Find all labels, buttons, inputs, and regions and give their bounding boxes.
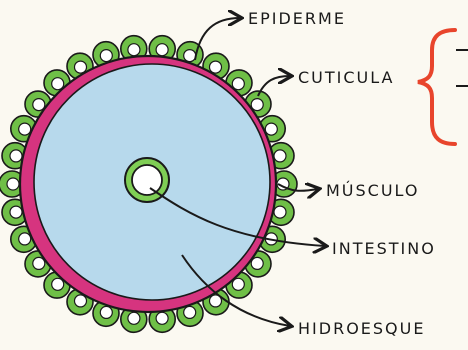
intestino-label: INTESTINO	[332, 239, 436, 258]
epiderme-label: EPIDERME	[248, 9, 346, 28]
intestine-lumen	[132, 165, 162, 195]
epidermis-bump-inner	[128, 44, 140, 56]
epidermis-bump-inner	[75, 295, 87, 307]
epidermis-bump-inner	[156, 44, 168, 56]
epidermis-bump-inner	[19, 233, 31, 245]
epidermis-bump-inner	[33, 257, 45, 269]
epidermis-bump-inner	[274, 150, 286, 162]
epidermis-bump-inner	[100, 50, 112, 62]
cuticula-label: CUTICULA	[298, 68, 394, 87]
epidermis-bump-inner	[19, 123, 31, 135]
epidermis-bump-inner	[128, 312, 140, 324]
epidermis-bump-inner	[156, 312, 168, 324]
musculo-label: MÚSCULO	[326, 181, 420, 200]
epidermis-bump-inner	[10, 206, 22, 218]
epidermis-bump-inner	[7, 178, 19, 190]
epidermis-bump-inner	[100, 306, 112, 318]
epidermis-bump-inner	[184, 50, 196, 62]
epidermis-bump-inner	[75, 61, 87, 73]
curly-brace-icon	[418, 30, 455, 144]
epidermis-bump-inner	[274, 206, 286, 218]
epidermis-bump-inner	[251, 99, 263, 111]
epidermis-bump-inner	[265, 123, 277, 135]
epidermis-bump-inner	[251, 257, 263, 269]
epidermis-bump-inner	[184, 306, 196, 318]
hidroesqueleto-label: HIDROESQUE	[298, 319, 425, 338]
epidermis-bump-inner	[10, 150, 22, 162]
epidermis-bump-inner	[33, 99, 45, 111]
epidermis-bump-inner	[210, 61, 222, 73]
